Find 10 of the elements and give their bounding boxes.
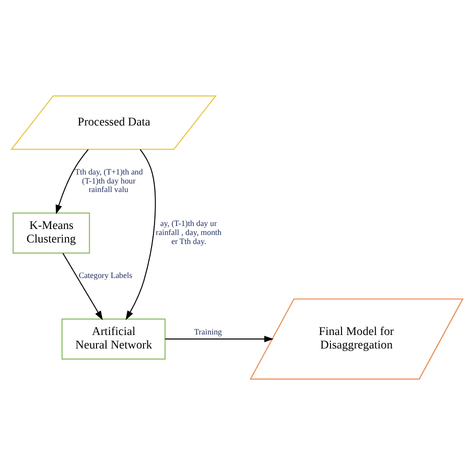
edge-label: Training (194, 326, 222, 336)
edge-label: Category Labels (78, 270, 132, 280)
edge-label: ay, (T-1)th day ur rainfall , day, month er Tth day. (156, 218, 222, 246)
arrow (56, 148, 89, 214)
arrow (164, 335, 274, 342)
arrow (62, 252, 103, 320)
node-box: Artificial Neural Network (62, 318, 166, 360)
arrow (126, 148, 156, 320)
edge-label: Tth day, (T+1)th and (T-1)th day hour rainfall valu (75, 166, 143, 194)
node-box: K-Means Clustering (12, 212, 90, 254)
